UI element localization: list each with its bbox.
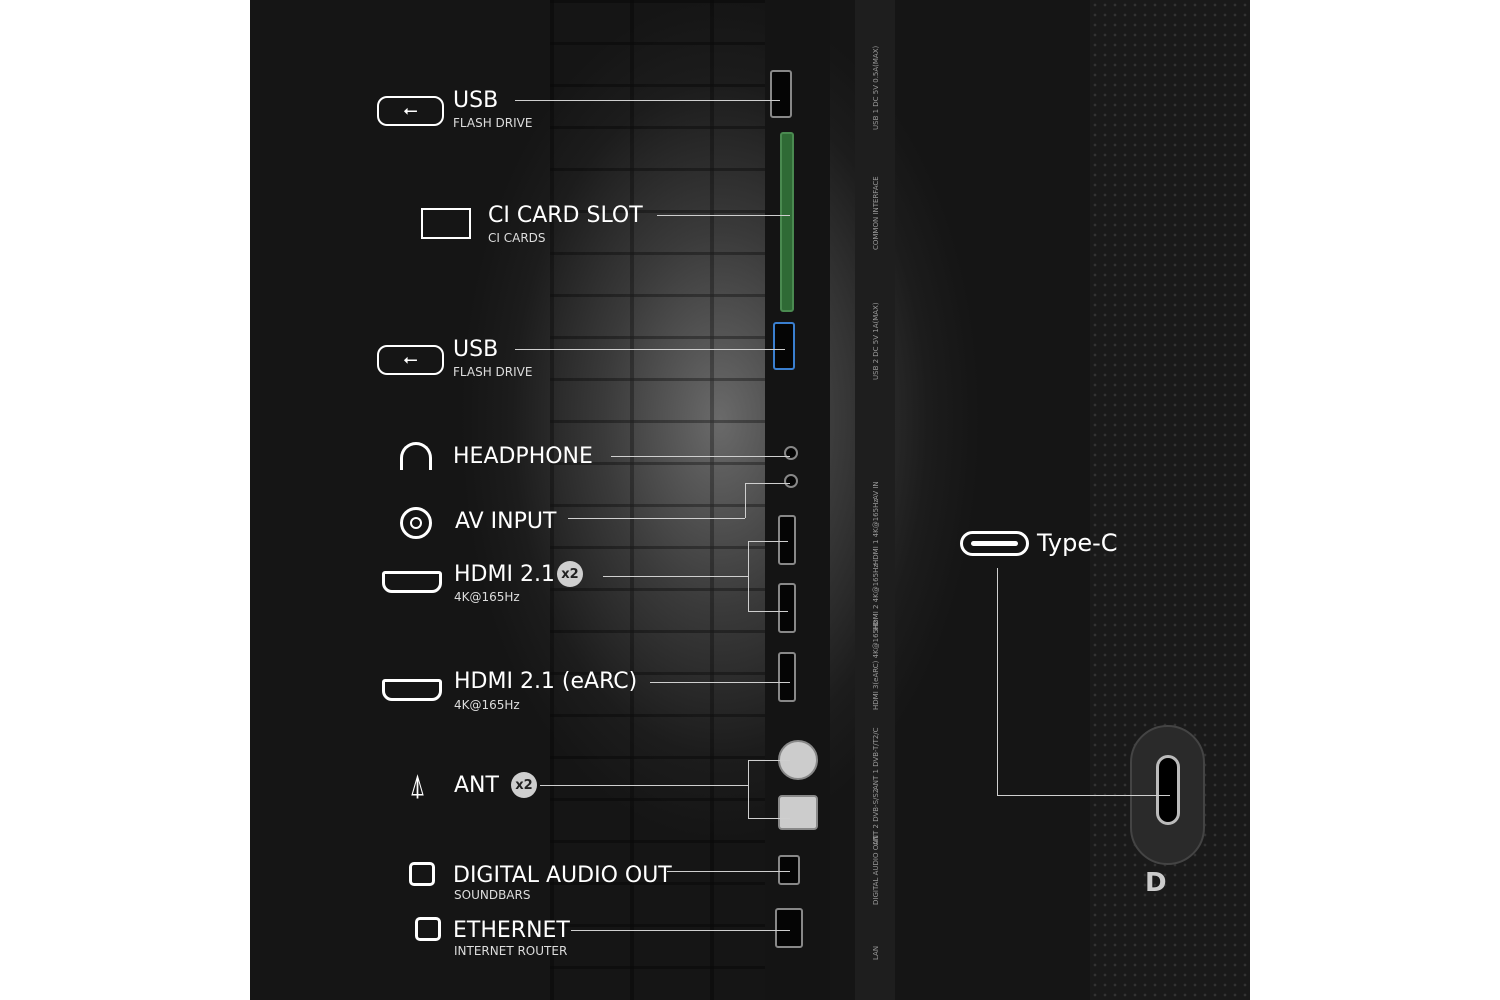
port-subtitle: CI CARDS — [488, 231, 546, 245]
port-title: DIGITAL AUDIO OUT — [453, 863, 672, 888]
port-subtitle: 4K@165Hz — [454, 590, 520, 604]
usb-c-icon — [960, 531, 1029, 556]
port-title: HEADPHONE — [453, 444, 593, 469]
usb-icon: ⭠ — [377, 345, 444, 375]
hdmi-icon — [382, 679, 442, 701]
port-subtitle: INTERNET ROUTER — [454, 944, 568, 958]
usb-icon: ⭠ — [377, 96, 444, 126]
panel-port-label: COMMON INTERFACE — [872, 176, 880, 250]
hdmi-icon — [382, 571, 442, 593]
panel-port-label: USB 1 DC 5V 0.5A(MAX) — [872, 45, 880, 130]
usb-port-2 — [773, 322, 795, 370]
tv-ports-image: D — [250, 0, 1250, 1000]
port-title: CI CARD SLOT — [488, 203, 643, 228]
port-subtitle: FLASH DRIVE — [453, 116, 533, 130]
port-title: ETHERNET — [453, 918, 570, 943]
panel-port-label: HDMI 1 4K@165Hz — [872, 498, 880, 565]
hdmi-port-1 — [778, 515, 796, 565]
label-strip — [855, 0, 895, 1000]
port-title: USB — [453, 337, 499, 362]
background-grille — [550, 0, 770, 1000]
ci-slot — [780, 132, 794, 312]
port-title: AV INPUT — [455, 509, 557, 534]
av-jack — [784, 474, 798, 488]
port-title: HDMI 2.1 (eARC) — [454, 669, 638, 694]
port-strip — [765, 0, 830, 1000]
port-title: USB — [453, 88, 499, 113]
port-subtitle: SOUNDBARS — [454, 888, 531, 902]
quantity-badge: x2 — [557, 561, 583, 587]
speaker-grille — [1090, 0, 1250, 1000]
usb-port-1 — [770, 70, 792, 118]
hdmi-port-2 — [778, 583, 796, 633]
quantity-badge: x2 — [511, 772, 537, 798]
panel-port-label: USB 2 DC 5V 1A(MAX) — [872, 302, 880, 380]
port-subtitle: 4K@165Hz — [454, 698, 520, 712]
headphone-jack — [784, 446, 798, 460]
ethernet-icon — [415, 917, 441, 941]
usb-c-recess — [1130, 725, 1205, 865]
displayport-logo: D — [1145, 868, 1167, 898]
panel-port-label: LAN — [872, 945, 880, 960]
headphone-icon — [400, 442, 432, 470]
port-title: HDMI 2.1 — [454, 562, 555, 587]
card-slot-icon — [421, 208, 471, 239]
port-title: Type-C — [1037, 529, 1118, 557]
usb-c-port — [1156, 755, 1180, 825]
panel-port-label: AV IN — [872, 481, 880, 500]
ethernet-port — [775, 908, 803, 948]
hdmi-port-3 — [778, 652, 796, 702]
antenna-icon: ⍋ — [408, 768, 427, 803]
optical-port — [778, 855, 800, 885]
digital-audio-icon — [409, 862, 435, 886]
port-subtitle: FLASH DRIVE — [453, 365, 533, 379]
panel-port-label: DIGITAL AUDIO OUT — [872, 835, 880, 905]
panel-port-label: ANT 1 DVB-T/T2/C — [872, 727, 880, 790]
panel-port-label: HDMI 3(eARC) 4K@165Hz — [872, 620, 880, 710]
port-title: ANT — [454, 773, 499, 798]
av-input-icon — [400, 507, 432, 539]
ant-port-2 — [778, 795, 818, 830]
